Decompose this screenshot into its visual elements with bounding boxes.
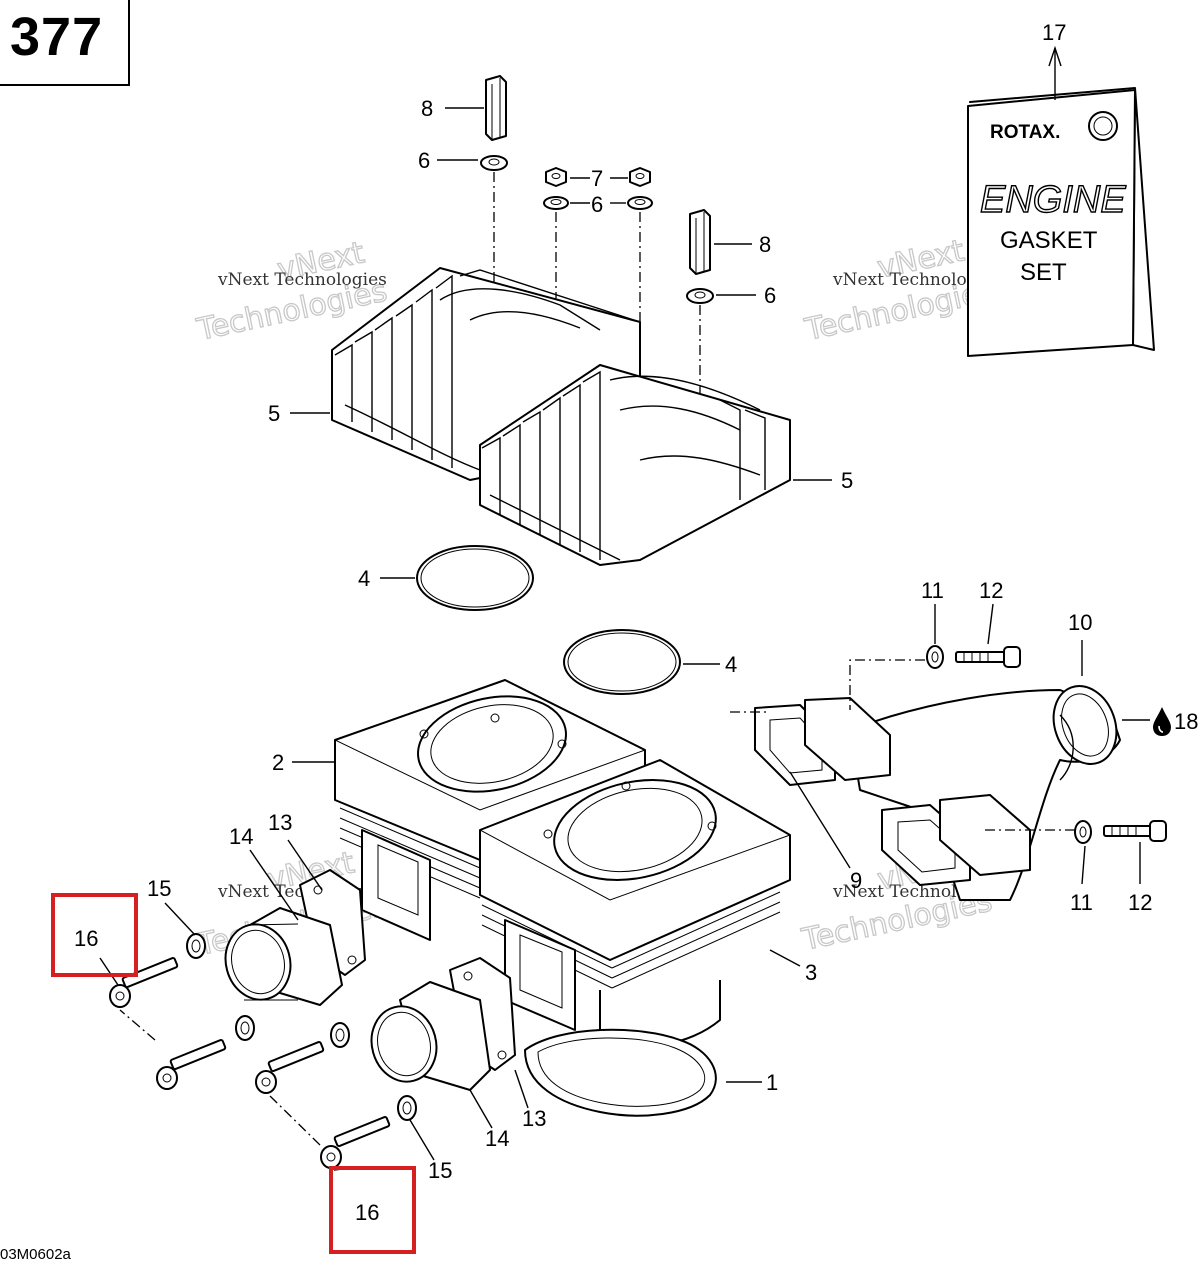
exhaust-washer-bottom [1074, 820, 1092, 844]
intake-bolt-1 [109, 956, 179, 1008]
callout-10: 10 [1068, 610, 1092, 635]
oil-drop-icon [1153, 707, 1171, 736]
intake-bolt-3 [255, 1040, 325, 1094]
callout-17: 17 [1042, 20, 1066, 45]
nuts-and-washers [543, 167, 653, 210]
callout-8b: 8 [759, 232, 771, 257]
callout-3: 3 [805, 960, 817, 985]
page-number: 377 [10, 7, 104, 67]
callout-18: 18 [1174, 709, 1198, 734]
gasket-kit-box: ROTAX. ENGINE GASKET SET [967, 87, 1155, 357]
svg-text:SET: SET [1020, 259, 1067, 286]
callout-4: 4 [358, 566, 370, 591]
intake-bolt-2 [156, 1038, 227, 1090]
svg-text:ROTAX.: ROTAX. [990, 122, 1060, 143]
center-lines-exhaust [730, 659, 1075, 831]
washer-left [480, 155, 508, 171]
cylinder-front [478, 759, 792, 1047]
intake-ring-3 [330, 1022, 350, 1048]
callout-16b: 16 [355, 1200, 379, 1225]
leader-lines [99, 45, 1150, 1171]
exhaust-gasket-right [881, 794, 1031, 886]
callout-6: 6 [418, 148, 430, 173]
intake-ring-1 [186, 933, 206, 959]
spacer-stud-left [485, 75, 507, 141]
exhaust-bolt-top [955, 646, 1021, 668]
callout-15: 15 [147, 876, 171, 901]
callout-16: 16 [74, 926, 98, 951]
callout-7: 7 [591, 166, 603, 191]
page-number-box: 377 [0, 0, 130, 86]
callout-5b: 5 [841, 468, 853, 493]
callout-1: 1 [766, 1070, 778, 1095]
callout-numbers: 1 2 3 4 4 5 5 6 6 6 7 8 8 9 10 11 11 12 … [74, 20, 1198, 1225]
svg-text:GASKET: GASKET [1000, 227, 1098, 254]
intake-ring-4 [397, 1095, 417, 1121]
washer-right [686, 288, 714, 304]
callout-6c: 6 [764, 283, 776, 308]
cylinder-head-front [479, 364, 791, 566]
callout-8: 8 [421, 96, 433, 121]
base-gasket [524, 1028, 717, 1117]
callout-15b: 15 [428, 1158, 452, 1183]
head-o-ring-right [563, 629, 681, 695]
callout-12: 12 [979, 578, 1003, 603]
exhaust-bolt-bottom [1103, 820, 1167, 842]
callout-11b: 11 [1070, 890, 1093, 915]
callout-14b: 14 [485, 1126, 509, 1151]
intake-ring-2 [235, 1015, 255, 1041]
intake-flange-lower [370, 981, 491, 1091]
svg-text:ENGINE: ENGINE [980, 179, 1126, 221]
highlight-box-lower [329, 1166, 416, 1254]
exhaust-gasket-left [754, 697, 891, 786]
callout-11: 11 [921, 578, 944, 603]
callout-9: 9 [850, 868, 862, 893]
callout-4b: 4 [725, 652, 737, 677]
callout-12b: 12 [1128, 890, 1152, 915]
svg-text:vNext Technologies: vNext Technologies [832, 270, 1002, 290]
svg-text:vNext Technologies: vNext Technologies [217, 270, 387, 290]
spacer-stud-right [689, 209, 711, 275]
callout-6b: 6 [591, 192, 603, 217]
head-o-ring-left [416, 545, 534, 611]
callout-13b: 13 [522, 1106, 546, 1131]
highlight-box-upper [51, 893, 138, 977]
callout-5: 5 [268, 401, 280, 426]
callout-14: 14 [229, 824, 253, 849]
callout-13: 13 [268, 810, 292, 835]
figure-code: 03M0602a [0, 1246, 71, 1263]
callout-2: 2 [272, 750, 284, 775]
exhaust-washer-top [926, 645, 944, 669]
intake-bolt-4 [320, 1115, 391, 1169]
intake-flange-upper [224, 907, 343, 1006]
